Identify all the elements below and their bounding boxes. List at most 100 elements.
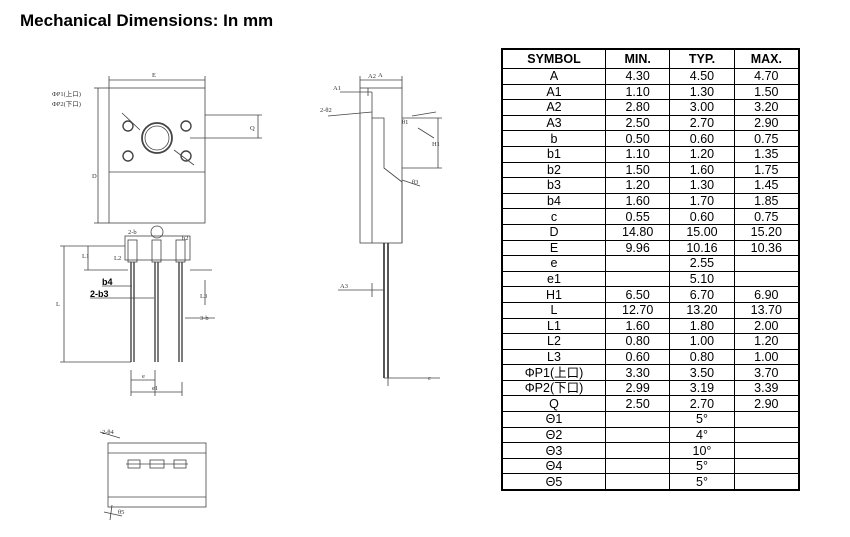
cell-typ: 15.00 [669,223,735,241]
label-e: e [142,373,145,380]
label-a2: A2 [368,73,376,80]
cell-symbol: Θ2 [501,426,606,444]
cell-symbol: Q [501,395,606,413]
cell-typ: 4.50 [669,68,735,85]
cell-min [604,457,671,475]
cell-max: 0.75 [733,208,800,225]
cell-typ: 6.70 [669,286,735,303]
cell-typ: 5° [669,473,735,491]
label-e-cap: E [152,72,156,79]
cell-min [604,270,671,288]
cell-typ: 10.16 [669,239,735,257]
table-row: Θ5 5° [501,473,800,491]
cell-symbol: e1 [501,270,606,288]
label-theta5: θ5 [118,509,124,516]
cell-symbol: H1 [501,286,606,303]
label-a1: A1 [333,85,341,92]
cell-typ: 2.55 [669,255,735,272]
cell-max [733,426,800,444]
cell-typ: 3.00 [669,99,735,116]
cell-symbol: L3 [501,348,606,366]
cell-max: 13.70 [733,301,800,319]
header-typ: TYP. [669,48,735,69]
cell-min: 2.80 [604,99,671,116]
cell-max [733,411,800,428]
cell-max: 3.70 [733,364,800,381]
cell-symbol: b2 [501,161,606,179]
cell-min [604,426,671,444]
cell-typ: 5° [669,411,735,428]
label-p2: ΦP2(下口) [52,100,81,108]
cell-typ: 0.60 [669,208,735,225]
header-max: MAX. [733,48,800,69]
label-b4: b4 [102,277,113,287]
label-2-b3: 2-b3 [90,289,109,299]
label-e1: e1 [152,385,158,392]
label-theta2: 2-θ2 [320,107,332,114]
cell-typ: 1.70 [669,192,735,210]
package-body-outline [108,87,206,224]
cell-max: 1.45 [733,177,800,194]
page-title: Mechanical Dimensions: In mm [20,11,274,30]
cell-typ: 0.60 [669,130,735,147]
cell-typ: 13.20 [669,301,735,319]
cell-min: 0.80 [604,333,671,350]
label-d: D [92,173,97,180]
cell-typ: 4° [669,426,735,444]
label-q: Q [250,125,255,132]
cell-min: 0.50 [604,130,671,147]
cell-max: 15.20 [733,223,800,241]
cell-symbol: ΦP1(上口) [501,364,606,381]
cell-max [733,442,800,459]
cell-max: 3.39 [733,379,800,397]
header-min: MIN. [604,48,671,69]
cell-max: 2.90 [733,114,800,132]
cell-symbol: A [501,68,606,85]
label-theta4: 2-θ4 [102,429,115,436]
cell-typ: 3.50 [669,364,735,381]
cell-max: 1.35 [733,145,800,163]
cell-min: 12.70 [604,301,671,319]
cell-symbol: b [501,130,606,147]
cell-min: 2.50 [604,114,671,132]
cell-typ: 1.00 [669,333,735,350]
cell-symbol: Θ5 [501,473,606,491]
cell-min: 9.96 [604,239,671,257]
header-symbol: SYMBOL [501,48,606,69]
cell-min [604,255,671,272]
cell-symbol: A1 [501,83,606,101]
cell-typ: 5° [669,457,735,475]
cell-typ: 2.70 [669,114,735,132]
table-header-row: SYMBOL MIN. TYP. MAX. [501,48,800,69]
cell-max: 1.20 [733,333,800,350]
cell-max: 0.75 [733,130,800,147]
cell-typ: 1.80 [669,317,735,335]
cell-min: 1.60 [604,192,671,210]
cell-typ: 1.60 [669,161,735,179]
label-theta1: θ1 [402,119,408,126]
cell-min: 6.50 [604,286,671,303]
cell-symbol: E [501,239,606,257]
cell-symbol: D [501,223,606,241]
cell-symbol: ΦP2(下口) [501,379,606,397]
